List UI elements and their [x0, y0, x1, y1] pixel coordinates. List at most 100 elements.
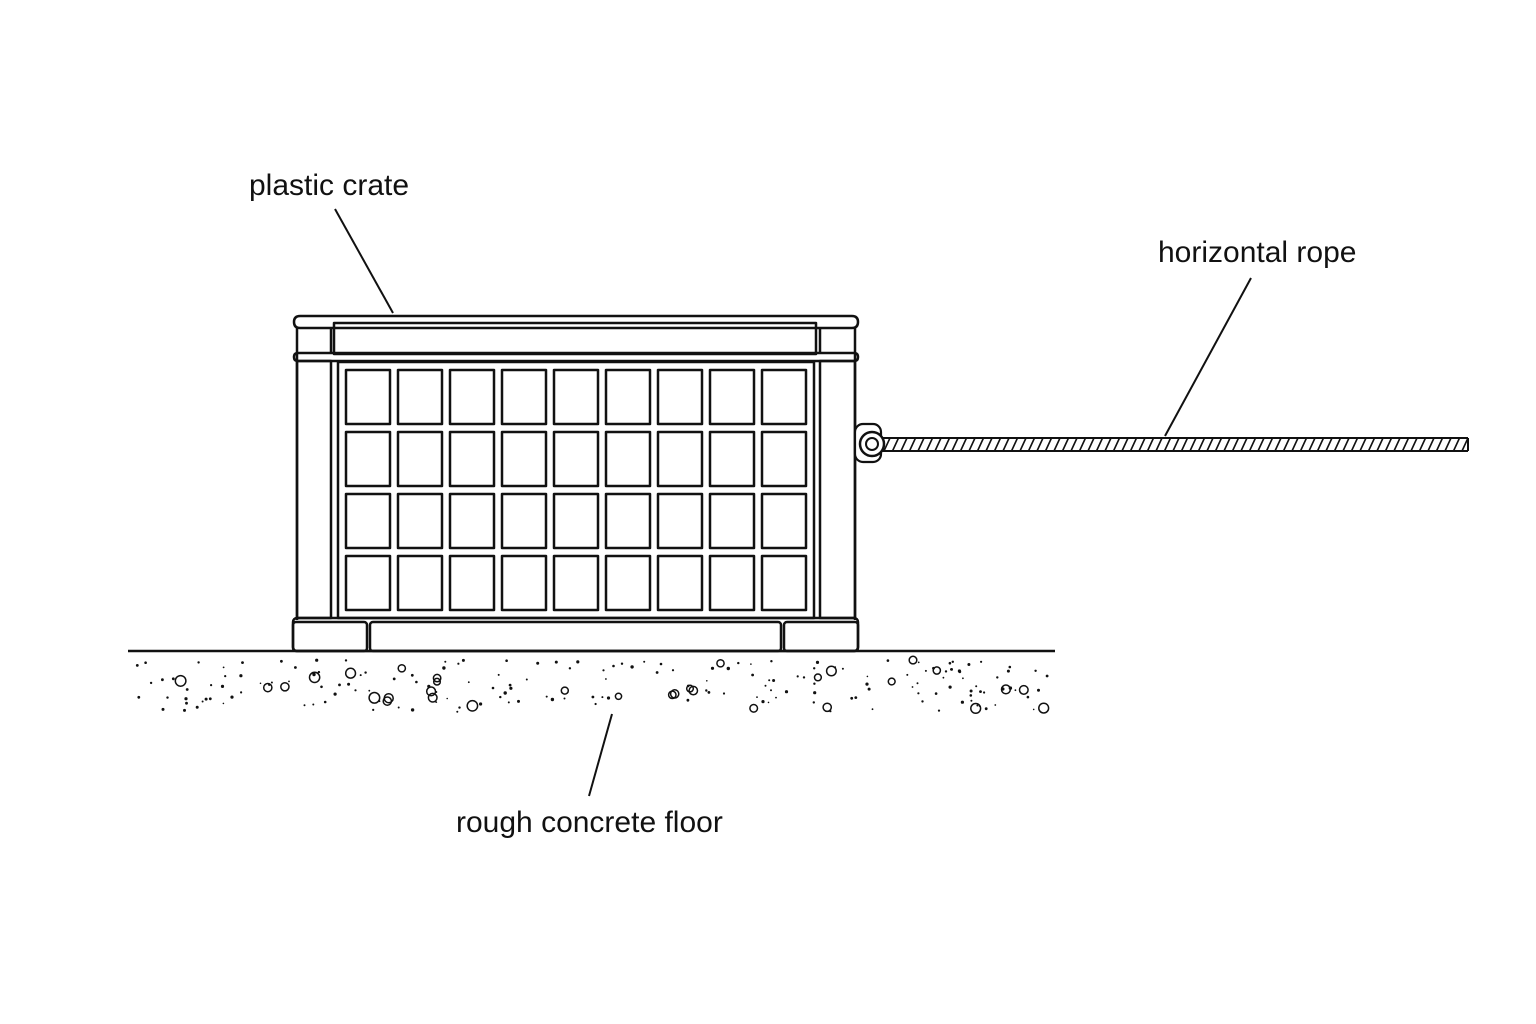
crate-grid	[344, 368, 808, 612]
rope-twist	[1223, 437, 1231, 452]
floor-speckle	[195, 705, 199, 709]
floor-speckle	[979, 690, 982, 693]
floor-speckle	[294, 666, 297, 669]
floor-speckle	[772, 679, 776, 682]
floor-speckle	[240, 691, 243, 694]
floor-speckle	[614, 692, 623, 701]
floor-speckle	[525, 678, 528, 681]
floor-speckle	[507, 701, 510, 704]
floor-speckle	[427, 684, 431, 688]
floor-speckle	[1006, 669, 1010, 673]
rope-twist	[1316, 437, 1325, 452]
floor-speckle	[397, 706, 400, 709]
floor-speckle	[686, 698, 690, 702]
crate-grid-cell	[500, 368, 548, 426]
rope-twist	[968, 437, 976, 452]
crate-grid-cell	[448, 554, 496, 612]
floor-speckle	[671, 669, 675, 672]
crate-grid-cell	[656, 554, 704, 612]
floor-speckle	[1038, 702, 1050, 714]
floor-speckle	[333, 692, 337, 696]
plastic-crate	[291, 314, 860, 653]
floor-speckle	[756, 696, 758, 698]
floor-speckle	[184, 697, 188, 701]
floor-speckle	[444, 660, 447, 663]
floor-speckle	[594, 702, 597, 706]
floor-speckle	[669, 689, 680, 699]
rope-twist	[1427, 437, 1435, 452]
rope-twist	[1418, 437, 1427, 452]
floor-speckle	[871, 708, 874, 711]
crate-top-lip	[292, 351, 860, 363]
floor-speckle	[230, 695, 234, 699]
rope-twist	[1384, 437, 1393, 452]
floor-speckle	[1037, 688, 1040, 692]
floor-speckle	[312, 672, 316, 677]
floor-speckle	[410, 708, 415, 712]
floor-speckle	[259, 682, 262, 685]
floor-speckle	[435, 691, 438, 693]
floor-speckle	[980, 660, 983, 663]
crate-grid-cell	[708, 368, 756, 426]
crate-grid-cell	[708, 554, 756, 612]
floor-speckle	[969, 689, 973, 693]
floor-speckle	[850, 696, 854, 700]
floor-speckle	[602, 669, 605, 672]
floor-speckle	[751, 673, 754, 677]
rope-twist	[1257, 437, 1265, 452]
floor-speckle	[867, 687, 871, 691]
floor-speckle	[706, 680, 708, 682]
floor-speckle	[812, 701, 815, 704]
floor-speckle	[1001, 687, 1005, 691]
crate-grid-cell	[760, 430, 808, 488]
floor-speckle	[707, 691, 711, 694]
concrete-floor	[128, 649, 1055, 715]
crate-grid-cell	[500, 430, 548, 488]
crate-grid-cell	[344, 554, 392, 612]
floor-speckle	[161, 707, 165, 711]
floor-speckle	[854, 696, 858, 699]
rope-twist	[1282, 437, 1291, 452]
floor-speckle	[204, 697, 208, 701]
crate-grid-cell	[604, 368, 652, 426]
floor-speckle	[457, 662, 460, 665]
floor-speckle	[948, 661, 952, 665]
floor-speckle	[208, 697, 212, 701]
rope-twist	[1121, 437, 1129, 452]
floor-speckle	[813, 691, 817, 695]
floor-speckle	[688, 685, 699, 696]
rope-twist	[1367, 437, 1376, 452]
rope-assembly	[853, 422, 1469, 464]
floor-speckle	[825, 665, 837, 677]
rope-twist	[1291, 437, 1299, 452]
floor-speckle	[655, 671, 659, 674]
rope-twist	[1299, 437, 1308, 452]
floor-speckle	[937, 709, 941, 712]
floor-speckle	[320, 685, 323, 689]
floor-speckle	[536, 661, 540, 665]
floor-speckle	[813, 667, 816, 670]
crate-top-rim	[292, 314, 860, 330]
floor-speckle	[841, 667, 844, 670]
floor-speckle	[605, 678, 607, 680]
floor-speckle	[280, 681, 290, 692]
rope-twist	[1155, 437, 1163, 452]
floor-speckle	[135, 664, 139, 667]
floor-speckle	[505, 659, 508, 662]
floor-speckle	[239, 674, 243, 678]
crate-right-post	[818, 359, 857, 620]
floor-speckle	[344, 659, 348, 662]
floor-speckle	[491, 686, 495, 690]
rope-twist	[1027, 437, 1036, 452]
floor-speckle	[1045, 674, 1049, 678]
floor-speckle	[303, 704, 306, 707]
floor-speckle	[630, 665, 634, 669]
floor-speckle	[442, 666, 446, 670]
floor-speckle	[317, 670, 321, 674]
floor-speckle	[976, 704, 979, 707]
rope-twist	[1452, 437, 1461, 452]
rope-twist	[1393, 437, 1401, 452]
rope-twist	[900, 437, 908, 452]
rope-twist	[1061, 437, 1070, 452]
floor-speckle	[461, 658, 465, 662]
